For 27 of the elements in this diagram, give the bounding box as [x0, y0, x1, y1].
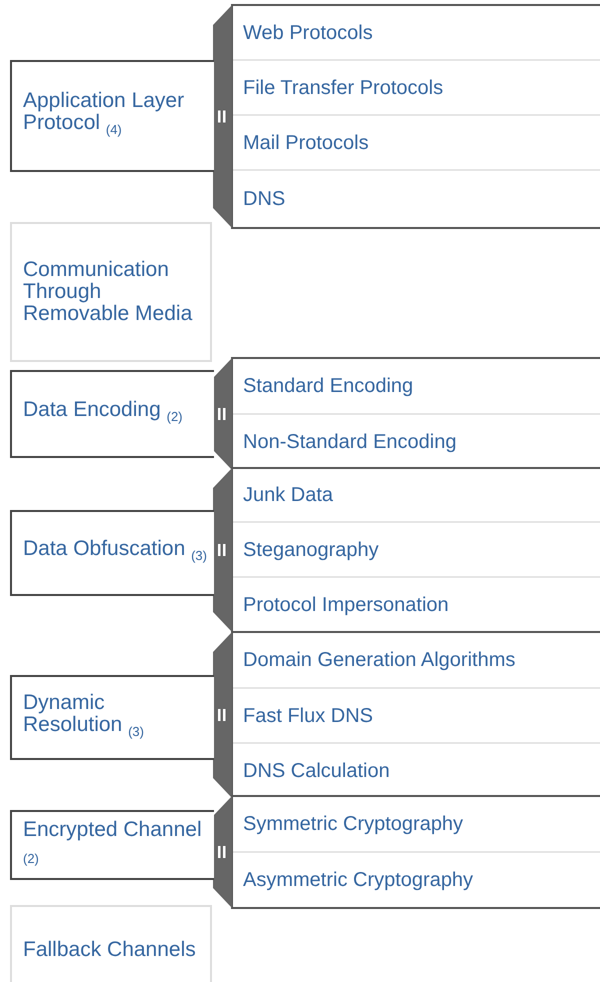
technique-box — [10, 60, 214, 172]
technique-name: File Transfer Protocols — [243, 76, 444, 98]
technique-name: Non-Standard Encoding — [243, 431, 456, 453]
technique-name: Application Layer Protocol $_{(4)}$ — [23, 90, 186, 140]
technique-name: Junk Data — [243, 484, 334, 506]
technique-box — [10, 370, 214, 458]
technique-name: DNS — [243, 188, 286, 210]
technique-box — [10, 222, 212, 362]
technique-name: Mail Protocols — [243, 132, 369, 154]
technique-name: Communication Through Removable Media — [23, 259, 194, 325]
technique-name: Protocol Impersonation — [243, 594, 449, 616]
technique-box — [10, 675, 214, 760]
technique-name: Domain Generation Algorithms — [243, 649, 516, 671]
technique-name: Data Encoding $_{(2)}$ — [23, 399, 182, 427]
technique-name: Asymmetric Cryptography — [243, 869, 474, 891]
technique-name: Web Protocols — [243, 22, 373, 44]
technique-name: Steganography — [243, 538, 379, 560]
technique-name: DNS Calculation — [243, 760, 390, 782]
technique-name: Data Obfuscation $_{(3)}$ — [23, 538, 207, 566]
technique-name: Standard Encoding — [243, 375, 414, 397]
technique-name: Fallback Channels — [23, 939, 196, 961]
technique-box — [10, 905, 212, 982]
technique-box — [10, 510, 214, 596]
technique-name: Symmetric Cryptography — [243, 813, 464, 835]
technique-name: Dynamic Resolution $_{(3)}$ — [23, 692, 145, 742]
technique-box — [10, 810, 214, 880]
technique-name: Fast Flux DNS — [243, 704, 374, 726]
